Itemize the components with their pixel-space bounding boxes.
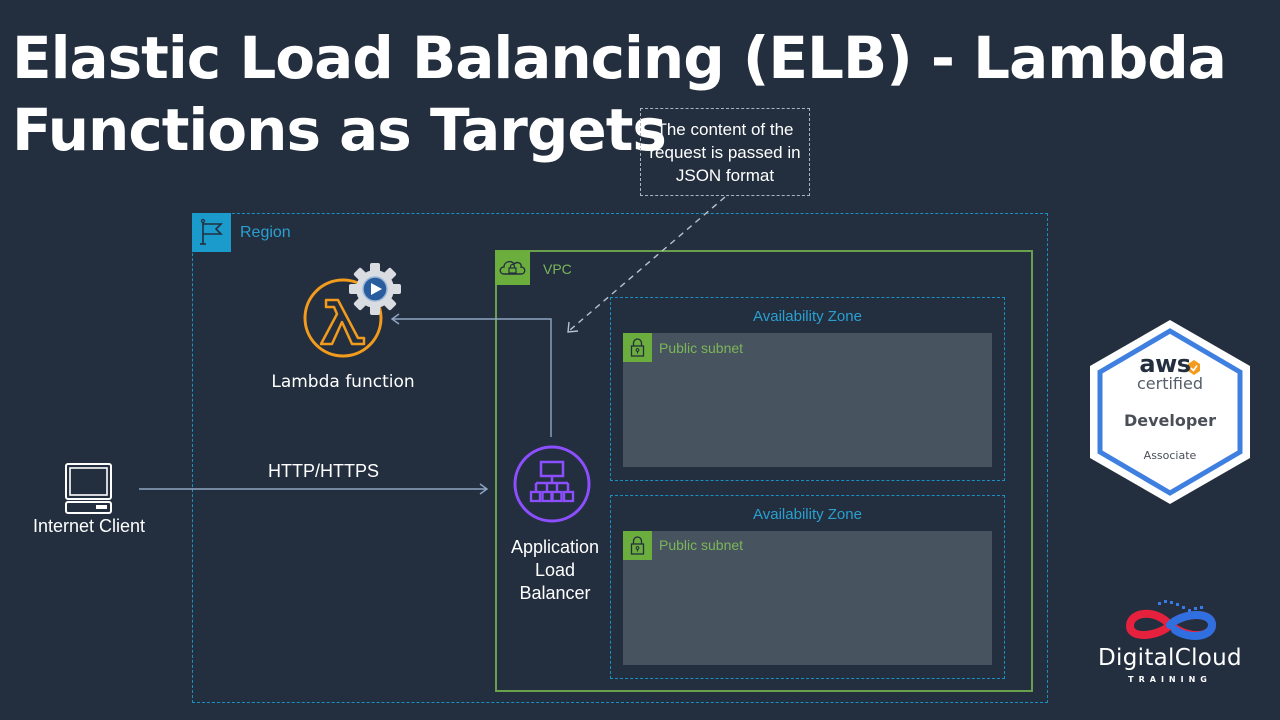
badge-brand: aws (1139, 350, 1191, 378)
subnet-label: Public subnet (659, 340, 744, 356)
digitalcloud-logo-icon (1125, 600, 1216, 640)
lock-icon (623, 531, 652, 560)
lock-icon (623, 333, 652, 362)
vpc-boundary (495, 250, 1033, 692)
subnet-label: Public subnet (659, 537, 744, 553)
gear-play-icon (349, 263, 401, 315)
availability-zone-2 (610, 495, 1005, 679)
availability-zone-label: Availability Zone (753, 506, 862, 523)
title-line-1: Elastic Load Balancing (ELB) - Lambda (12, 24, 1227, 92)
alb-label: Application Load Balancer (492, 536, 618, 605)
callout-text: The content of the request is passed in … (649, 119, 801, 185)
badge-role: Developer (1123, 411, 1217, 430)
public-subnet-1 (623, 333, 992, 467)
region-label: Region (240, 224, 291, 241)
lambda-icon (303, 278, 383, 358)
alb-label-line: Load (534, 560, 576, 580)
digitalcloud-logo-tagline: TRAINING (1128, 675, 1212, 684)
availability-zone-1 (610, 297, 1005, 481)
load-balancer-icon (513, 445, 591, 523)
computer-icon (65, 463, 112, 514)
page-title: Elastic Load Balancing (ELB) - Lambda Fu… (12, 22, 1227, 166)
json-callout: The content of the request is passed in … (640, 108, 810, 196)
badge-certified: certified (1136, 374, 1203, 393)
cloud-lock-icon (495, 250, 530, 285)
http-https-label: HTTP/HTTPS (268, 461, 379, 481)
region-boundary (192, 213, 1048, 703)
alb-label-line: Application (510, 537, 600, 557)
vpc-label: VPC (543, 261, 572, 277)
badge-level: Associate (1143, 449, 1197, 462)
public-subnet-2 (623, 531, 992, 665)
digitalcloud-logo-name: DigitalCloud (1098, 645, 1242, 671)
alb-label-line: Balancer (519, 583, 591, 603)
availability-zone-label: Availability Zone (753, 308, 862, 325)
edge-alb-to-lambda (390, 313, 552, 437)
edge-callout-to-alb (567, 196, 726, 333)
flag-icon (192, 213, 231, 252)
edge-client-to-alb (139, 483, 489, 495)
lambda-function-label: Lambda function (271, 372, 415, 392)
title-line-2: Functions as Targets (12, 96, 667, 164)
aws-certified-badge-icon (1090, 320, 1250, 504)
internet-client-label: Internet Client (32, 516, 146, 536)
